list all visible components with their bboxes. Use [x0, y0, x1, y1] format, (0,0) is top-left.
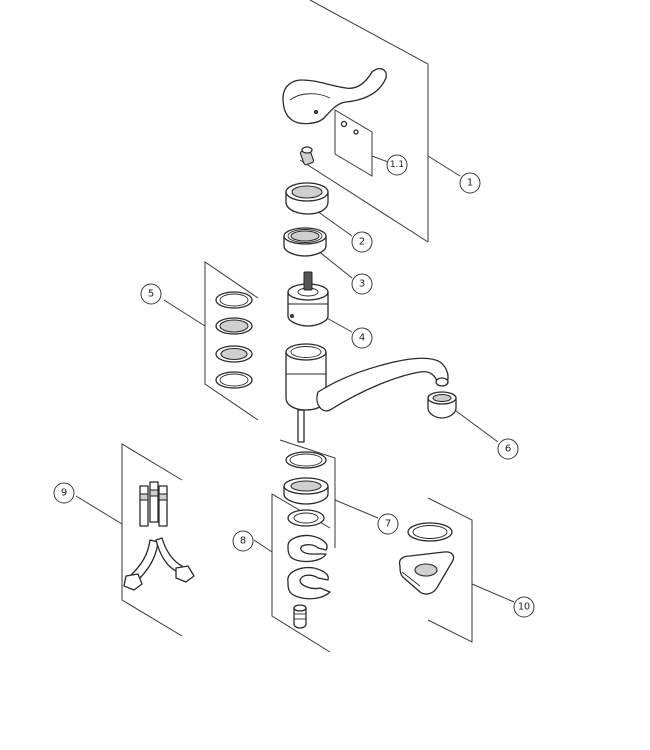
callout-label-9: 9	[61, 488, 67, 499]
supply-hose-set-9	[123, 481, 195, 591]
lever-handle	[282, 67, 387, 125]
spout	[316, 357, 449, 412]
callout-7: 7	[377, 513, 399, 535]
group-box-7	[279, 439, 336, 548]
base-plate-set-10	[398, 522, 455, 595]
cartridge-nut	[283, 227, 327, 257]
faucet-body	[285, 343, 327, 443]
cover-sleeve	[285, 182, 329, 215]
base-seal-set-7	[283, 451, 329, 505]
callout-label-6: 6	[505, 444, 511, 455]
group-box-1	[299, 0, 429, 243]
callout-label-10: 10	[518, 602, 530, 613]
callout-6: 6	[497, 438, 519, 460]
cartridge	[287, 271, 329, 327]
callout-1: 1	[459, 172, 481, 194]
callout-label-3: 3	[359, 279, 365, 290]
callout-2: 2	[351, 231, 373, 253]
o-ring-set-5	[215, 291, 253, 389]
callout-1-1: 1.1	[386, 154, 408, 176]
fixing-set-8	[287, 509, 331, 629]
callout-label-4: 4	[359, 333, 365, 344]
group-box-9	[121, 443, 183, 637]
set-screws-part-1-1	[340, 120, 359, 135]
screw-part-1-1	[299, 146, 315, 166]
group-box-1-1	[334, 109, 373, 177]
callout-5: 5	[140, 283, 162, 305]
callout-4: 4	[351, 327, 373, 349]
callout-label-8: 8	[240, 536, 246, 547]
callout-9: 9	[53, 482, 75, 504]
callout-label-5: 5	[148, 289, 154, 300]
group-box-5	[204, 261, 259, 421]
group-box-10	[427, 497, 473, 643]
callout-label-7: 7	[385, 519, 391, 530]
aerator	[427, 391, 457, 419]
callout-8: 8	[232, 530, 254, 552]
callout-label-2: 2	[359, 237, 365, 248]
callout-10: 10	[513, 596, 535, 618]
callout-label-1: 1	[467, 178, 473, 189]
callout-label-1-1: 1.1	[390, 160, 404, 170]
callout-3: 3	[351, 273, 373, 295]
